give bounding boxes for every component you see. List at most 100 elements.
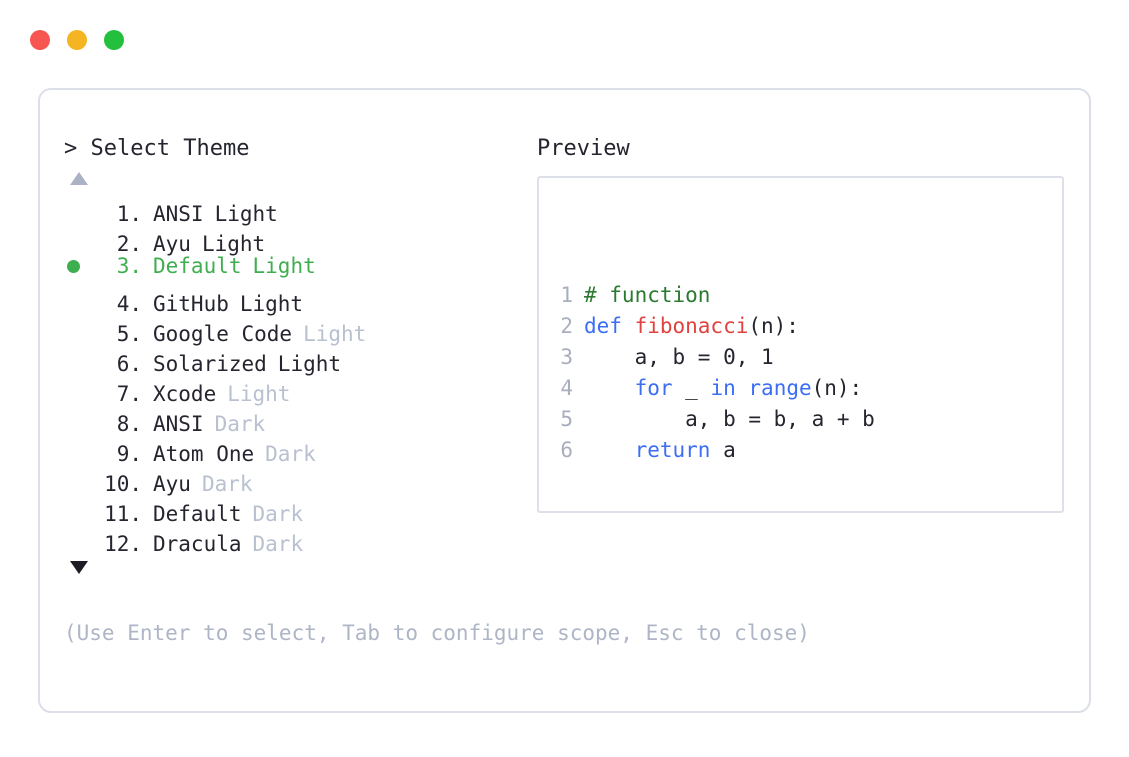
code-token: range: [748, 376, 812, 400]
theme-item-name: Google Code: [153, 322, 293, 346]
theme-item-number: 12.: [104, 532, 142, 556]
theme-item-number: 4.: [116, 292, 142, 316]
theme-item-variant: Light: [252, 254, 316, 278]
theme-item-name: ANSI: [153, 412, 204, 436]
theme-item-name: Default: [153, 254, 242, 278]
theme-item-name: Dracula: [153, 532, 242, 556]
theme-list-item[interactable]: 3. Default Light: [64, 251, 534, 281]
theme-item-name: Solarized: [153, 352, 267, 376]
theme-item-number: 8.: [116, 412, 142, 436]
code-token: a, b = b, a + b: [584, 407, 875, 431]
selection-bullet-cell: [64, 191, 96, 221]
theme-item-variant: Dark: [252, 532, 304, 556]
code-token: return: [634, 438, 711, 462]
code-token: for: [634, 376, 673, 400]
code-token: in: [710, 376, 736, 400]
theme-item-variant: Light: [214, 202, 278, 226]
theme-item-number: 11.: [104, 502, 142, 526]
code-token: _: [672, 376, 711, 400]
selection-bullet-cell: [64, 431, 96, 461]
code-line: 5 a, b = b, a + b: [557, 404, 913, 435]
scroll-up-arrow-icon[interactable]: [70, 172, 88, 185]
theme-item-number: 7.: [116, 382, 142, 406]
code-line-number: 5: [560, 407, 573, 431]
theme-item-number: 10.: [104, 472, 142, 496]
theme-item-variant: Dark: [252, 502, 304, 526]
theme-item-variant: Light: [227, 382, 291, 406]
theme-list-item[interactable]: 11. Default Dark: [64, 491, 534, 526]
code-line-number: 6: [560, 438, 573, 462]
code-line-number: 2: [560, 314, 573, 338]
code-line: 6 return a: [557, 435, 913, 466]
close-button[interactable]: [30, 30, 50, 50]
code-token: [584, 376, 635, 400]
selection-bullet-cell: [64, 371, 96, 401]
code-line: 4 for _ in range(n):: [557, 373, 913, 404]
prompt-label: Select Theme: [90, 136, 250, 161]
theme-item-variant: Light: [303, 322, 367, 346]
theme-list-item[interactable]: 6. Solarized Light: [64, 341, 534, 376]
theme-item-name: GitHub: [153, 292, 229, 316]
theme-item-number: 3.: [116, 254, 142, 278]
theme-item-variant: Light: [239, 292, 304, 316]
theme-item-name: ANSI: [153, 202, 204, 226]
theme-item-name: Ayu: [153, 472, 191, 496]
theme-item-name: Ayu: [153, 232, 191, 256]
theme-item-variant: Dark: [201, 472, 253, 496]
code-token: fibonacci: [634, 314, 749, 338]
theme-item-variant: Dark: [265, 442, 316, 466]
prompt-caret-icon: >: [64, 136, 78, 161]
theme-item-variant: Light: [201, 232, 266, 256]
selected-bullet-icon: [67, 260, 80, 273]
prompt-line: > Select Theme: [64, 134, 534, 164]
selection-bullet-cell: [64, 461, 96, 491]
keyboard-hint: (Use Enter to select, Tab to configure s…: [64, 621, 810, 645]
selection-bullet-cell: [64, 341, 96, 371]
theme-item-number: 9.: [116, 442, 142, 466]
theme-item-number: 1.: [116, 202, 142, 226]
selection-bullet-cell: [64, 521, 96, 551]
theme-list-item[interactable]: 8. ANSI Dark: [64, 401, 534, 436]
theme-list-item[interactable]: 12. Dracula Dark: [64, 521, 534, 556]
selection-bullet-cell: [64, 252, 96, 282]
code-line: 1# function: [557, 280, 913, 311]
preview-title: Preview: [537, 136, 630, 161]
maximize-button[interactable]: [104, 30, 124, 50]
code-line-number: 4: [560, 376, 573, 400]
theme-item-number: 6.: [116, 352, 142, 376]
selection-bullet-cell: [64, 491, 96, 521]
theme-item-number: 2.: [116, 232, 142, 256]
selection-bullet-cell: [64, 401, 96, 431]
theme-item-number: 5.: [116, 322, 142, 346]
theme-list-item[interactable]: 5. Google Code Light: [64, 311, 534, 346]
theme-list-item[interactable]: 2. Ayu Light: [64, 221, 534, 256]
code-token: [736, 376, 749, 400]
scroll-down-arrow-icon[interactable]: [70, 561, 88, 574]
code-token: a, b = 0, 1: [584, 345, 774, 369]
code-line-number: 3: [560, 345, 573, 369]
code-token: (n):: [748, 314, 799, 338]
titlebar: [30, 30, 124, 50]
code-token: [584, 438, 635, 462]
minimize-button[interactable]: [67, 30, 87, 50]
theme-list-item[interactable]: 10. Ayu Dark: [64, 461, 534, 496]
code-line-number: 1: [560, 283, 573, 307]
theme-list-item[interactable]: 4. GitHub Light: [64, 281, 534, 316]
theme-item-variant: Dark: [214, 412, 266, 436]
selection-bullet-cell: [64, 221, 96, 251]
theme-list-item[interactable]: 1. ANSI Light: [64, 191, 534, 226]
selection-bullet-cell: [64, 281, 96, 311]
theme-item-name: Default: [153, 502, 242, 526]
theme-item-variant: Light: [277, 352, 342, 376]
